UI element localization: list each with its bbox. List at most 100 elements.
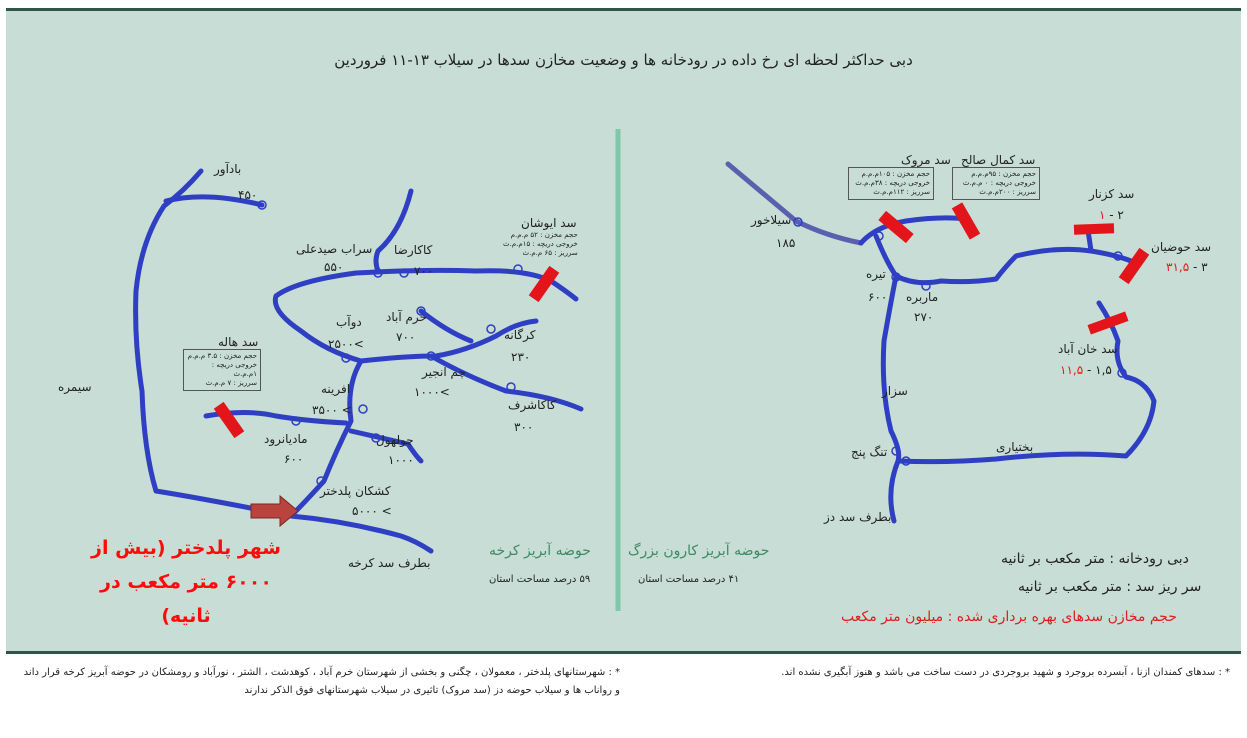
dam-khanabad-title: سد خان آباد: [1058, 342, 1118, 356]
dam-iwashan: [528, 265, 560, 303]
gauges-left: [257, 200, 523, 486]
gauge-chameanjir: [426, 351, 436, 361]
basin-karun-name: حوضه آبریز کارون بزرگ: [628, 543, 770, 559]
legend-reservoir-volume: حجم مخازن سدهای بهره برداری شده : میلیون…: [841, 609, 1177, 625]
dam-haleh-outflow: خروجی دریچه : ۱م.م.ث: [211, 361, 257, 378]
value-kakareza: ۷۰۰: [414, 264, 434, 278]
dam-marook-outflow: خروجی دریچه : ۳۸م.م.ث: [855, 179, 930, 187]
river-marook-arc: [858, 215, 969, 246]
dam-marook-title: سد مروک: [901, 153, 951, 167]
dam-marook-spill: سرریز : ۱۱۲م.م.ث: [873, 188, 930, 196]
gauge-iwashan: [513, 264, 523, 274]
label-afrine: افرینه: [321, 382, 351, 396]
dam-khanabad: [1087, 311, 1129, 335]
gauge-silakhor: [793, 217, 803, 227]
dam-kamalsaleh-details: حجم مخزن : ۹۵م.م.م خروجی دریچه : ۰ م.م.ث…: [952, 167, 1040, 200]
map-title: دبی حداکثر لحظه ای رخ داده در رودخانه ها…: [334, 51, 913, 69]
value-afrine: ۳۵۰۰ <: [312, 403, 352, 417]
label-sezar: سزار: [882, 384, 908, 398]
dam-kaznar: [1073, 223, 1115, 235]
legend-spillway: سر ریز سد : متر مکعب بر ثانیه: [1018, 579, 1202, 595]
label-to-dez-dam: بطرف سد دز: [824, 510, 892, 524]
gauge-cholhool: [371, 433, 381, 443]
city-line-1: شهر پلدختر (بیش از: [91, 537, 281, 559]
dam-haleh-details: حجم مخزن : ۳.۵ م.م.م خروجی دریچه : ۱م.م.…: [183, 349, 261, 391]
gauge-kakareza: [399, 268, 409, 278]
dam-haleh-spill: سرریز : ۷ م.م.ث: [205, 379, 257, 387]
gauge-tangpanj: [891, 446, 901, 456]
dam-kamalsaleh: [951, 202, 981, 240]
gauge-marook: [874, 231, 884, 241]
poldokhtar-city-note: شهر پلدختر (بیش از ۶۰۰۰ متر مکعب در ثانی…: [76, 531, 296, 633]
basin-karkheh-area: ۵۹ درصد مساحت استان: [489, 574, 591, 585]
value-chameanjir: ۱۰۰۰<: [414, 385, 450, 399]
gauge-tireh: [891, 272, 901, 282]
value-sarab: ۵۵۰: [324, 260, 344, 274]
label-marbareh: ماربره: [906, 290, 939, 304]
dam-marook-details: حجم مخزن : ۱۰۵م.م.م خروجی دریچه : ۳۸م.م.…: [848, 167, 934, 200]
karkheh-rivers: [133, 168, 584, 554]
dam-kamalsaleh-spill: سرریز : ۲۰۰م.م.ث: [979, 188, 1036, 196]
dam-iwashan-volume: حجم مخزن : ۵۲ م.م.م: [510, 231, 578, 239]
gauge-poldokhtar: [316, 476, 326, 486]
river-map: [133, 129, 1157, 611]
basin-karkheh-name: حوضه آبریز کرخه: [489, 543, 591, 559]
river-chameanjir: [358, 318, 539, 364]
river-silakhor: [725, 161, 864, 246]
dam-haleh-volume: حجم مخزن : ۳.۵ م.م.م: [187, 352, 257, 360]
label-seymareh: سیمره: [58, 380, 92, 394]
legend-river-flow: دبی رودخانه : متر مکعب بر ثانیه: [1001, 551, 1189, 567]
dam-kaznar-title: سد کزنار: [1089, 187, 1135, 201]
gauge-khorramabad: [416, 306, 426, 316]
arrow-poldokhtar: [250, 494, 299, 528]
value-badavar: ۴۵۰: [238, 188, 258, 202]
dam-marook-volume: حجم مخزن : ۱۰۵م.م.م: [861, 170, 930, 178]
dam-iwashan-spill: سرریز : ۶۵ م.م.ث: [522, 249, 578, 257]
dam-marook: [878, 210, 914, 244]
dam-haleh: [213, 401, 245, 439]
value-cholhool: ۱۰۰۰: [388, 453, 414, 467]
dam-iwashan-title: سد ایوشان: [521, 216, 577, 230]
dam-kamalsaleh-title: سد کمال صالح: [961, 153, 1036, 167]
label-kakasharaf: کاکاشرف: [508, 398, 556, 412]
gauge-madianrood: [291, 416, 301, 426]
dam-hoozian-title: سد حوضیان: [1151, 240, 1212, 254]
dam-hoozian-flow: ۳ -: [1189, 260, 1208, 274]
dam-kamalsaleh-volume: حجم مخزن : ۹۵م.م.م: [971, 170, 1036, 178]
dam-kaznar-values: ۲ - ۱: [1099, 209, 1124, 221]
label-poldokhtar: کشکان پلدختر: [320, 484, 391, 498]
river-marbareh: [893, 246, 1134, 286]
label-silakhor: سیلاخور: [751, 213, 792, 227]
label-to-karkheh-dam: بطرف سد کرخه: [348, 556, 431, 570]
karun-rivers: [725, 161, 1157, 524]
label-doab: دوآب: [336, 315, 362, 329]
city-line-2: ۶۰۰۰ متر مکعب در ثانیه): [100, 571, 272, 627]
dam-hoozian-values: ۳ - ۳۱,۵: [1166, 261, 1208, 273]
label-khorramabad: خرم آباد: [386, 310, 427, 324]
label-bakhtiari: بختیاری: [996, 440, 1034, 454]
river-bakhtiari: [896, 300, 1157, 465]
value-marbareh: ۲۷۰: [914, 310, 934, 324]
label-cholhool: چولهول: [376, 433, 414, 447]
value-tireh: ۶۰۰: [868, 290, 888, 304]
dam-kamalsaleh-outflow: خروجی دریچه : ۰ م.م.ث: [962, 179, 1036, 187]
gauge-doab: [341, 353, 351, 363]
gauge-marbareh: [921, 281, 931, 291]
value-kakasharaf: ۳۰۰: [514, 420, 534, 434]
map-panel: دبی حداکثر لحظه ای رخ داده در رودخانه ها…: [6, 8, 1241, 654]
label-korgane: کرگانه: [504, 328, 536, 342]
dam-kaznar-flow: ۲ -: [1105, 208, 1124, 222]
footnote-dams: * : سدهای کمندان ازنا ، آبسرده بروجرد و …: [781, 667, 1230, 678]
gauge-afrine: [358, 404, 368, 414]
label-badavar: بادآور: [214, 162, 242, 176]
dam-hoozian: [1118, 247, 1150, 285]
river-kakasharaf: [428, 353, 584, 412]
river-khorramabad: [418, 308, 474, 344]
river-kakareza: [373, 188, 414, 274]
label-tireh: تیره: [866, 267, 886, 281]
dam-hoozian-volume: ۳۱,۵: [1166, 260, 1190, 274]
gauge-khanabad: [1117, 368, 1127, 378]
label-chameanjir: چم انجیر: [422, 365, 466, 379]
label-tangpanj: تنگ پنج: [851, 445, 888, 459]
dam-khanabad-values: ۱,۵ - ۱۱,۵: [1060, 364, 1112, 376]
